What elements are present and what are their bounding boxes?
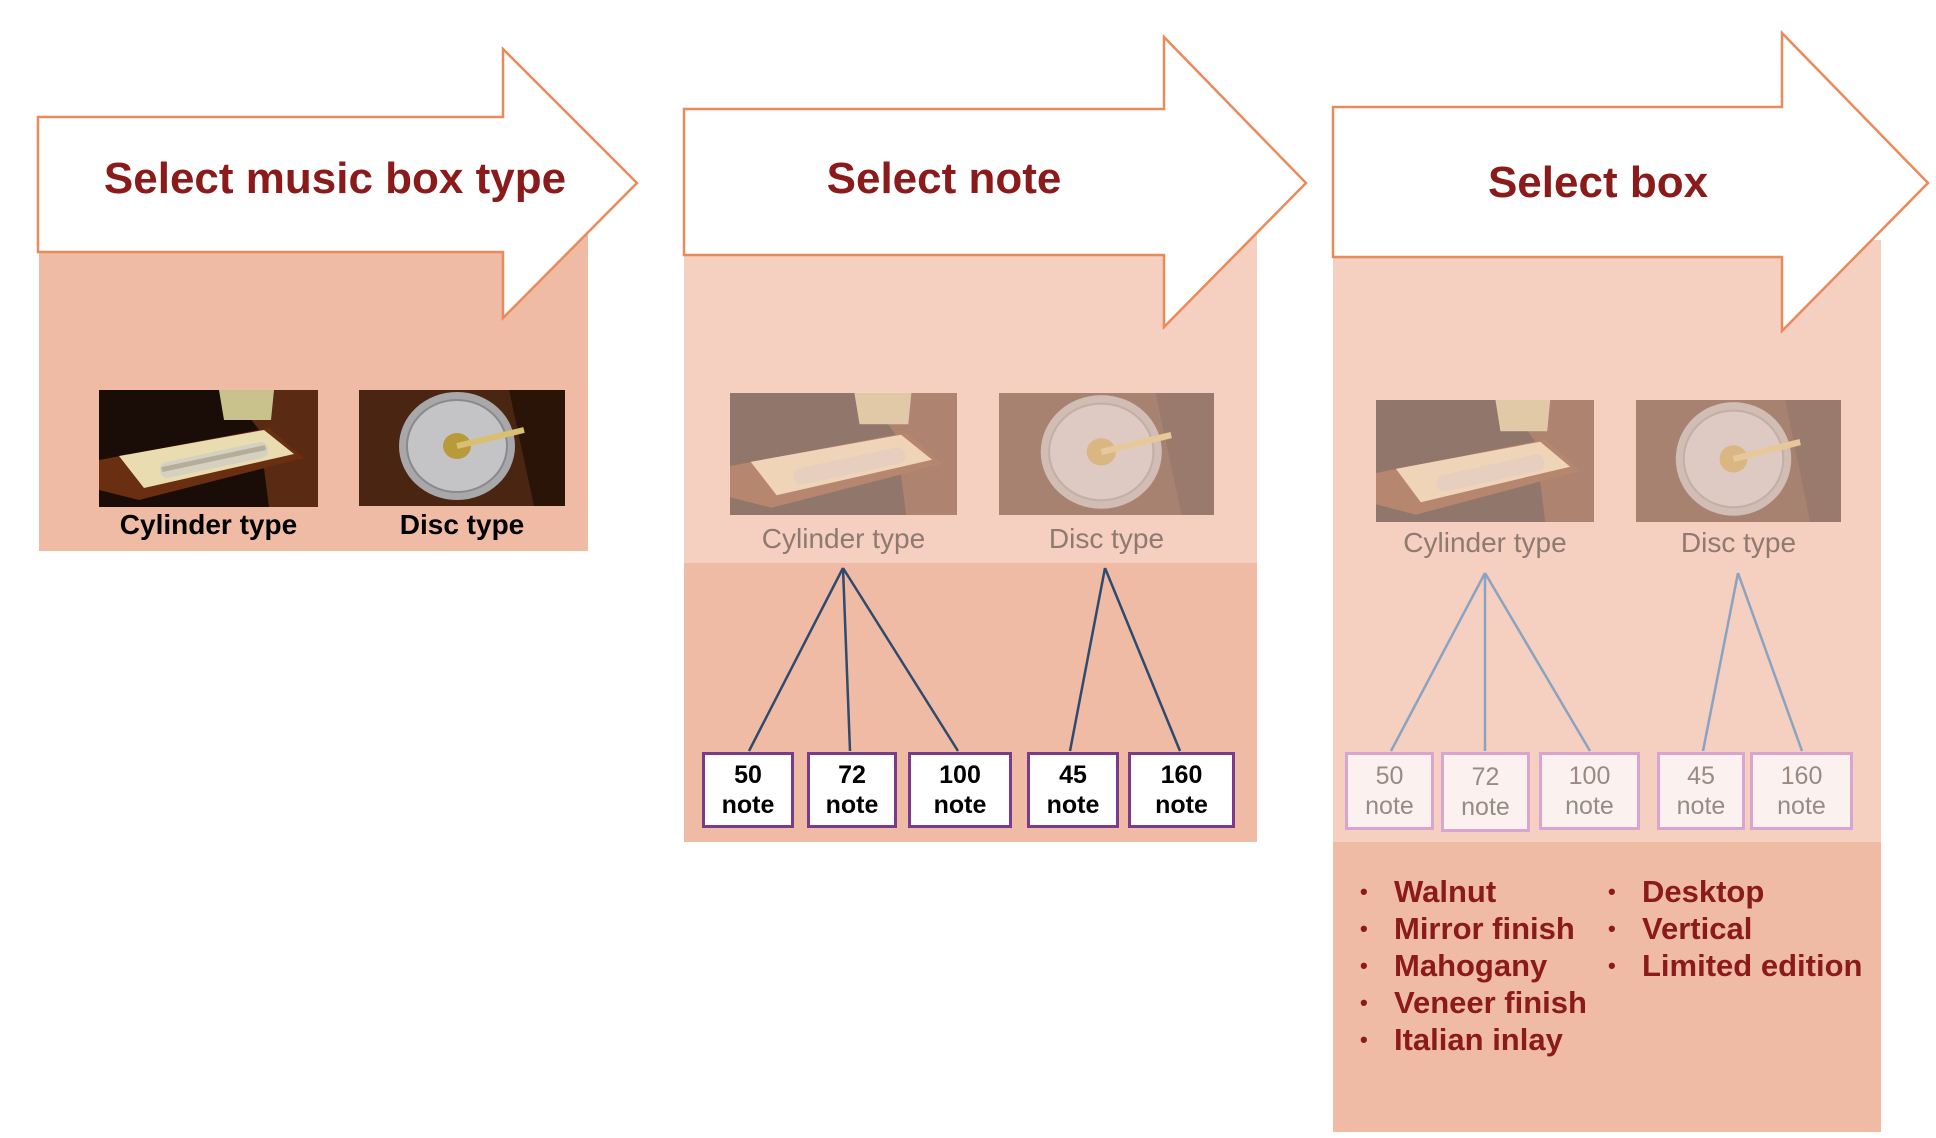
note-number: 100 bbox=[939, 761, 981, 789]
cylinder-music-box-photo-icon bbox=[730, 393, 957, 515]
box-option: Italian inlay bbox=[1360, 1021, 1587, 1058]
box-option: Walnut bbox=[1360, 873, 1587, 910]
note-number: 160 bbox=[1160, 761, 1203, 789]
stage3-upper-panel bbox=[1333, 240, 1881, 842]
connector-disc-160 bbox=[1103, 567, 1182, 752]
stage1-cylinder-label: Cylinder type bbox=[119, 509, 298, 540]
stage1-title: Select music box type bbox=[103, 154, 567, 203]
stage2-upper-panel bbox=[684, 232, 1257, 563]
cylinder-music-box-photo-icon bbox=[1376, 400, 1594, 522]
box-option: Mirror finish bbox=[1360, 910, 1587, 947]
note-unit: note bbox=[721, 791, 775, 819]
note-number: 160 bbox=[1780, 762, 1823, 790]
stage3-title: Select box bbox=[1487, 158, 1709, 207]
connector-cylinder-50 bbox=[1389, 572, 1487, 752]
note-unit: note bbox=[1777, 792, 1826, 820]
cylinder-music-box-photo-icon bbox=[99, 390, 318, 507]
note-unit: note bbox=[1046, 791, 1100, 819]
note-number: 45 bbox=[1059, 761, 1087, 789]
stage2-title: Select note bbox=[826, 154, 1062, 203]
box-options-left-list: Walnut Mirror finish Mahogany Veneer fin… bbox=[1360, 873, 1587, 1058]
note-unit: note bbox=[1365, 792, 1414, 820]
stage2-disc-label: Disc type bbox=[1048, 523, 1165, 554]
stage2-note-45: 45 note bbox=[1027, 752, 1119, 828]
stage3-note-160: 160 note bbox=[1750, 752, 1853, 830]
stage2-cylinder-label: Cylinder type bbox=[761, 523, 926, 554]
note-unit: note bbox=[933, 791, 987, 819]
note-number: 72 bbox=[838, 761, 866, 789]
note-number: 45 bbox=[1687, 762, 1715, 790]
stage2-connectors bbox=[747, 567, 1182, 752]
connector-cylinder-50 bbox=[747, 567, 845, 752]
stage3-note-100: 100 note bbox=[1539, 752, 1640, 830]
note-number: 50 bbox=[734, 761, 762, 789]
note-number: 72 bbox=[1471, 763, 1500, 791]
stage2-note-100: 100 note bbox=[908, 752, 1012, 828]
box-option: Vertical bbox=[1608, 910, 1862, 947]
stage2-arrow bbox=[682, 33, 1308, 331]
note-unit: note bbox=[825, 791, 879, 819]
note-unit: note bbox=[1565, 792, 1614, 820]
stage3-note-72: 72 note bbox=[1441, 752, 1530, 832]
connector-disc-45 bbox=[1701, 572, 1740, 752]
stage3-cylinder-label: Cylinder type bbox=[1403, 527, 1567, 558]
note-unit: note bbox=[1155, 791, 1208, 819]
note-number: 50 bbox=[1375, 762, 1404, 790]
stage2-note-50: 50 note bbox=[702, 752, 794, 828]
stage3-arrow bbox=[1331, 29, 1930, 335]
connector-cylinder-100 bbox=[841, 567, 960, 752]
note-unit: note bbox=[1676, 792, 1726, 820]
stage2-note-72: 72 note bbox=[807, 752, 897, 828]
box-option: Mahogany bbox=[1360, 947, 1587, 984]
stage3-note-45: 45 note bbox=[1657, 752, 1745, 830]
box-options-right-list: Desktop Vertical Limited edition bbox=[1608, 873, 1862, 984]
connector-cylinder-72 bbox=[841, 567, 852, 752]
connector-disc-160 bbox=[1736, 572, 1804, 752]
stage2-note-160: 160 note bbox=[1128, 752, 1235, 828]
stage3-connectors bbox=[1389, 572, 1804, 752]
connector-disc-45 bbox=[1068, 567, 1107, 752]
box-option: Veneer finish bbox=[1360, 984, 1587, 1021]
stage1-arrow bbox=[36, 45, 639, 322]
disc-music-box-photo-icon bbox=[1636, 400, 1841, 522]
connector-cylinder-100 bbox=[1483, 572, 1592, 752]
stage3-disc-label: Disc type bbox=[1680, 527, 1797, 558]
box-option: Limited edition bbox=[1608, 947, 1862, 984]
box-option: Desktop bbox=[1608, 873, 1862, 910]
note-unit: note bbox=[1461, 793, 1510, 821]
disc-music-box-photo-icon bbox=[359, 390, 565, 506]
stage3-note-50: 50 note bbox=[1345, 752, 1434, 830]
stage1-disc-label: Disc type bbox=[399, 509, 525, 540]
disc-music-box-photo-icon bbox=[999, 393, 1214, 515]
note-number: 100 bbox=[1568, 762, 1611, 790]
